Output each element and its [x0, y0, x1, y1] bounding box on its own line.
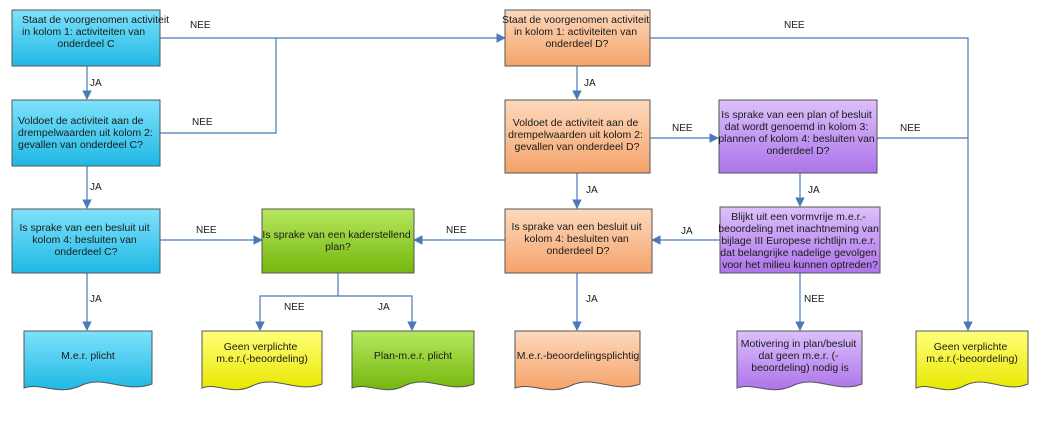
svg-text:Is sprake van een plan of besl: Is sprake van een plan of besluit dat wo… [718, 109, 877, 157]
label-nee-plan-besluit: NEE [900, 123, 921, 134]
node-c-besluit-line: Is sprake van een besluit uit [19, 222, 149, 234]
node-plan-besluit-line: Is sprake van een plan of besluit [721, 109, 872, 121]
node-d-drempel: Voldoet de activiteit aan de drempelwaar… [504, 99, 651, 174]
node-geen-verplichte-1-line: Geen verplichte [224, 341, 298, 353]
svg-text:Is sprake van een besluit uit: Is sprake van een besluit uit kolom 4: b… [511, 221, 644, 257]
node-vormvrije-line: bijlage III Europese richtlijn m.e.r. [721, 235, 876, 247]
edge-kader-to-geen-verplichte-1 [255, 295, 338, 331]
label-nee-c-drempel: NEE [192, 117, 213, 128]
node-c-besluit: Is sprake van een besluit uit kolom 4: b… [11, 208, 161, 274]
label-ja-d-besluit: JA [586, 294, 598, 305]
node-c-drempel: Voldoet de activiteit aan de drempelwaar… [11, 99, 161, 167]
label-nee-d-staat: NEE [784, 20, 805, 31]
node-plan-mer: Plan-m.e.r. plicht [351, 330, 475, 391]
label-ja-kader: JA [378, 302, 390, 313]
svg-text:Plan-m.e.r. plicht: Plan-m.e.r. plicht [374, 350, 452, 362]
svg-text:Motivering in plan/besluit: Motivering in plan/besluit dat geen m.e.… [741, 338, 859, 374]
node-geen-verplichte-1-line: m.e.r.(-beoordeling) [216, 353, 308, 365]
node-kader: Is sprake van een kaderstellend plan? [261, 208, 415, 274]
label-nee-c-staat: NEE [190, 20, 211, 31]
node-geen-verplichte-2: Geen verplichte m.e.r.(-beoordeling) [915, 330, 1029, 391]
svg-text:Staat de voorgenomen activitei: Staat de voorgenomen activiteit in kolom… [22, 14, 172, 50]
node-c-besluit-line: onderdeel C? [54, 246, 117, 258]
node-vormvrije-line: voor het milieu kunnen optreden? [722, 259, 878, 271]
label-ja-c-besluit: JA [90, 294, 102, 305]
node-motivering: Motivering in plan/besluit dat geen m.e.… [736, 330, 863, 391]
svg-text:Voldoet de activiteit aan de: Voldoet de activiteit aan de drempelwaar… [508, 117, 646, 153]
svg-text:Voldoet de activiteit aan de: Voldoet de activiteit aan de drempelwaar… [18, 115, 156, 151]
node-mer-beoordelingsplichtig: M.e.r.-beoordelingsplichtig [514, 330, 641, 391]
node-plan-besluit-line: dat wordt genoemd in kolom 3: [725, 121, 869, 133]
node-c-besluit-line: kolom 4: besluiten van [32, 234, 137, 246]
svg-text:M.e.r. plicht: M.e.r. plicht [61, 350, 115, 362]
node-c-staat: Staat de voorgenomen activiteit in kolom… [11, 9, 172, 67]
edge-c-drempel-to-merge [160, 38, 277, 134]
node-vormvrije-line: beoordeling met inachtneming van [718, 223, 879, 235]
node-d-staat-line: Staat de voorgenomen activiteit [502, 14, 649, 26]
label-ja-plan-besluit: JA [808, 185, 820, 196]
node-plan-besluit: Is sprake van een plan of besluit dat wo… [718, 99, 878, 174]
svg-text:Blijkt uit een vormvrije m.e.r: Blijkt uit een vormvrije m.e.r.- beoorde… [718, 211, 881, 271]
node-c-staat-line: onderdeel C [57, 38, 115, 50]
node-d-besluit-line: kolom 4: besluiten van [524, 233, 629, 245]
node-c-drempel-line: gevallen van onderdeel C? [18, 139, 143, 151]
label-ja-c-drempel: JA [90, 182, 102, 193]
svg-text:M.e.r.-beoordelingsplichtig: M.e.r.-beoordelingsplichtig [517, 350, 640, 362]
node-kader-line: plan? [325, 241, 351, 253]
node-d-besluit-line: onderdeel D? [546, 245, 609, 257]
node-c-mer-plicht: M.e.r. plicht [23, 330, 153, 391]
node-d-staat-line: in kolom 1: activiteiten van [514, 26, 637, 38]
node-geen-verplichte-1: Geen verplichte m.e.r.(-beoordeling) [201, 330, 323, 391]
node-plan-mer-line: Plan-m.e.r. plicht [374, 350, 452, 362]
svg-text:Is sprake van een besluit uit: Is sprake van een besluit uit kolom 4: b… [19, 222, 152, 258]
node-c-staat-line: Staat de voorgenomen activiteit [22, 14, 169, 26]
node-vormvrije-line: Blijkt uit een vormvrije m.e.r.- [731, 211, 866, 223]
node-d-staat-line: onderdeel D? [545, 38, 608, 50]
svg-text:Is sprake van een kaderstellen: Is sprake van een kaderstellend plan? [262, 229, 413, 253]
node-c-drempel-line: Voldoet de activiteit aan de [18, 115, 144, 127]
node-c-staat-line: in kolom 1: activiteiten van [22, 26, 145, 38]
edges [82, 33, 973, 331]
node-c-mer-plicht-line: M.e.r. plicht [61, 350, 115, 362]
node-plan-besluit-line: onderdeel D? [766, 145, 829, 157]
label-nee-d-drempel: NEE [672, 123, 693, 134]
label-ja-c-staat: JA [90, 78, 102, 89]
node-vormvrije-line: dat belangrijke nadelige gevolgen [720, 247, 877, 259]
edge-kader-to-plan-mer [338, 295, 417, 331]
node-geen-verplichte-2-line: Geen verplichte [934, 341, 1008, 353]
node-plan-besluit-line: plannen of kolom 4: besluiten van [718, 133, 875, 145]
label-nee-d-besluit: NEE [446, 225, 467, 236]
nodes: Staat de voorgenomen activiteit in kolom… [11, 9, 1029, 391]
label-ja-vormvrije: JA [681, 226, 693, 237]
node-d-drempel-line: gevallen van onderdeel D? [515, 141, 640, 153]
node-motivering-line: beoordeling) nodig is [751, 362, 848, 374]
svg-text:Staat de voorgenomen activitei: Staat de voorgenomen activiteit in kolom… [502, 14, 652, 50]
edge-d-staat-to-geen-verplichte-2 [650, 37, 973, 331]
svg-text:Geen verplichte m.e.r.: Geen verplichte m.e.r.(-beoordeling) [926, 341, 1018, 365]
node-kader-line: Is sprake van een kaderstellend [262, 229, 410, 241]
node-d-drempel-line: drempelwaarden uit kolom 2: [508, 129, 643, 141]
node-motivering-line: Motivering in plan/besluit [741, 338, 857, 350]
label-nee-vormvrije: NEE [804, 294, 825, 305]
node-motivering-line: dat geen m.e.r. (- [759, 350, 839, 362]
node-d-staat: Staat de voorgenomen activiteit in kolom… [502, 9, 652, 67]
label-nee-c-besluit: NEE [196, 225, 217, 236]
label-ja-d-staat: JA [584, 78, 596, 89]
svg-text:Geen verplichte m.e.r.: Geen verplichte m.e.r.(-beoordeling) [216, 341, 308, 365]
node-vormvrije: Blijkt uit een vormvrije m.e.r.- beoorde… [718, 206, 881, 274]
node-d-besluit: Is sprake van een besluit uit kolom 4: b… [504, 208, 653, 274]
node-d-besluit-line: Is sprake van een besluit uit [511, 221, 641, 233]
node-mer-beoordelingsplichtig-line: M.e.r.-beoordelingsplichtig [517, 350, 640, 362]
node-geen-verplichte-2-line: m.e.r.(-beoordeling) [926, 353, 1018, 365]
label-ja-d-drempel: JA [586, 185, 598, 196]
node-c-drempel-line: drempelwaarden uit kolom 2: [18, 127, 153, 139]
edge-labels: NEE JA NEE JA NEE JA NEE JA NEE JA NEE J… [90, 20, 921, 313]
label-nee-kader: NEE [284, 302, 305, 313]
node-d-drempel-line: Voldoet de activiteit aan de [513, 117, 639, 129]
